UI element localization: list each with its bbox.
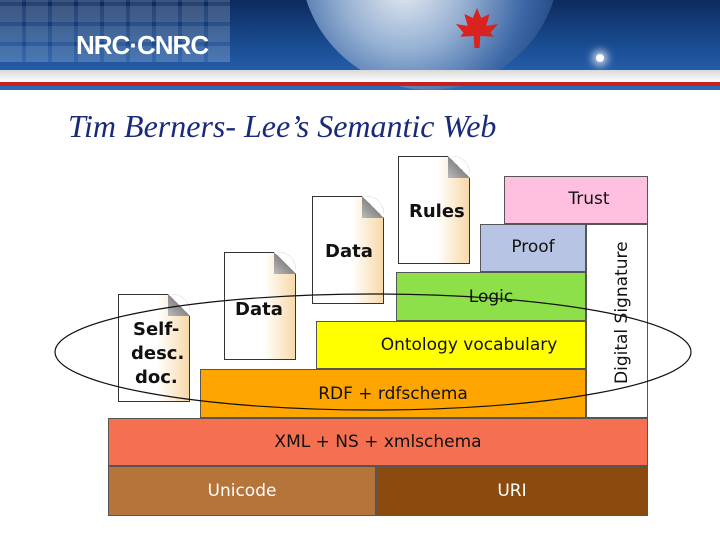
self-desc-line2: desc. <box>131 343 185 364</box>
logic-layer-label: Logic <box>468 287 514 307</box>
rdf-layer-label: RDF + rdfschema <box>318 383 468 404</box>
self-desc-line1: Self- <box>133 319 180 340</box>
slide-title: Tim Berners- Lee’s Semantic Web <box>68 108 497 144</box>
header-banner: NRC·CNRC <box>0 0 720 90</box>
self-desc-doc: Self- desc. doc. <box>118 294 190 402</box>
banner-stripe <box>0 70 720 82</box>
uri-layer-label: URI <box>497 481 527 501</box>
uri-layer: URI <box>376 466 648 516</box>
unicode-layer: Unicode <box>108 466 376 516</box>
rules-doc: Rules <box>398 156 470 264</box>
trust-layer-label: Trust <box>568 189 610 209</box>
ontology-layer-label: Ontology vocabulary <box>380 335 558 355</box>
nrc-logo: NRC·CNRC <box>76 30 209 60</box>
data-doc-lower-label: Data <box>235 299 283 320</box>
xml-layer: XML + NS + xmlschema <box>108 418 648 466</box>
trust-layer: Trust <box>504 176 648 224</box>
proof-layer-label: Proof <box>511 237 555 257</box>
ontology-layer: Ontology vocabulary <box>316 321 586 369</box>
rdf-layer: RDF + rdfschema <box>200 369 586 418</box>
digital-signature-label: Digital Signature <box>612 241 632 384</box>
proof-layer: Proof <box>480 224 586 272</box>
periodic-table-graphic <box>0 0 230 62</box>
banner-red-line <box>0 82 720 86</box>
data-doc-upper: Data <box>312 196 384 304</box>
xml-layer-label: XML + NS + xmlschema <box>274 432 482 452</box>
light-flare-icon <box>596 54 604 62</box>
data-doc-lower: Data <box>224 252 296 360</box>
data-doc-upper-label: Data <box>325 241 373 262</box>
unicode-layer-label: Unicode <box>207 481 277 501</box>
rules-doc-label: Rules <box>409 201 465 222</box>
logic-layer: Logic <box>396 272 586 321</box>
self-desc-line3: doc. <box>135 367 178 388</box>
